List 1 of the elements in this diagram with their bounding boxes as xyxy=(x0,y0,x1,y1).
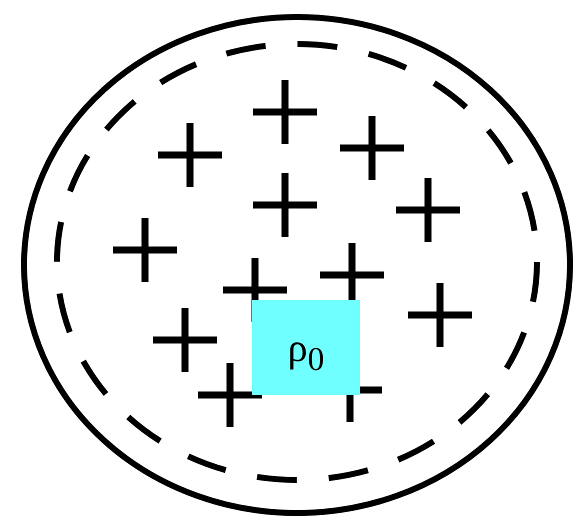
charge-density-box: ρ$_{0}$ xyxy=(252,300,360,395)
